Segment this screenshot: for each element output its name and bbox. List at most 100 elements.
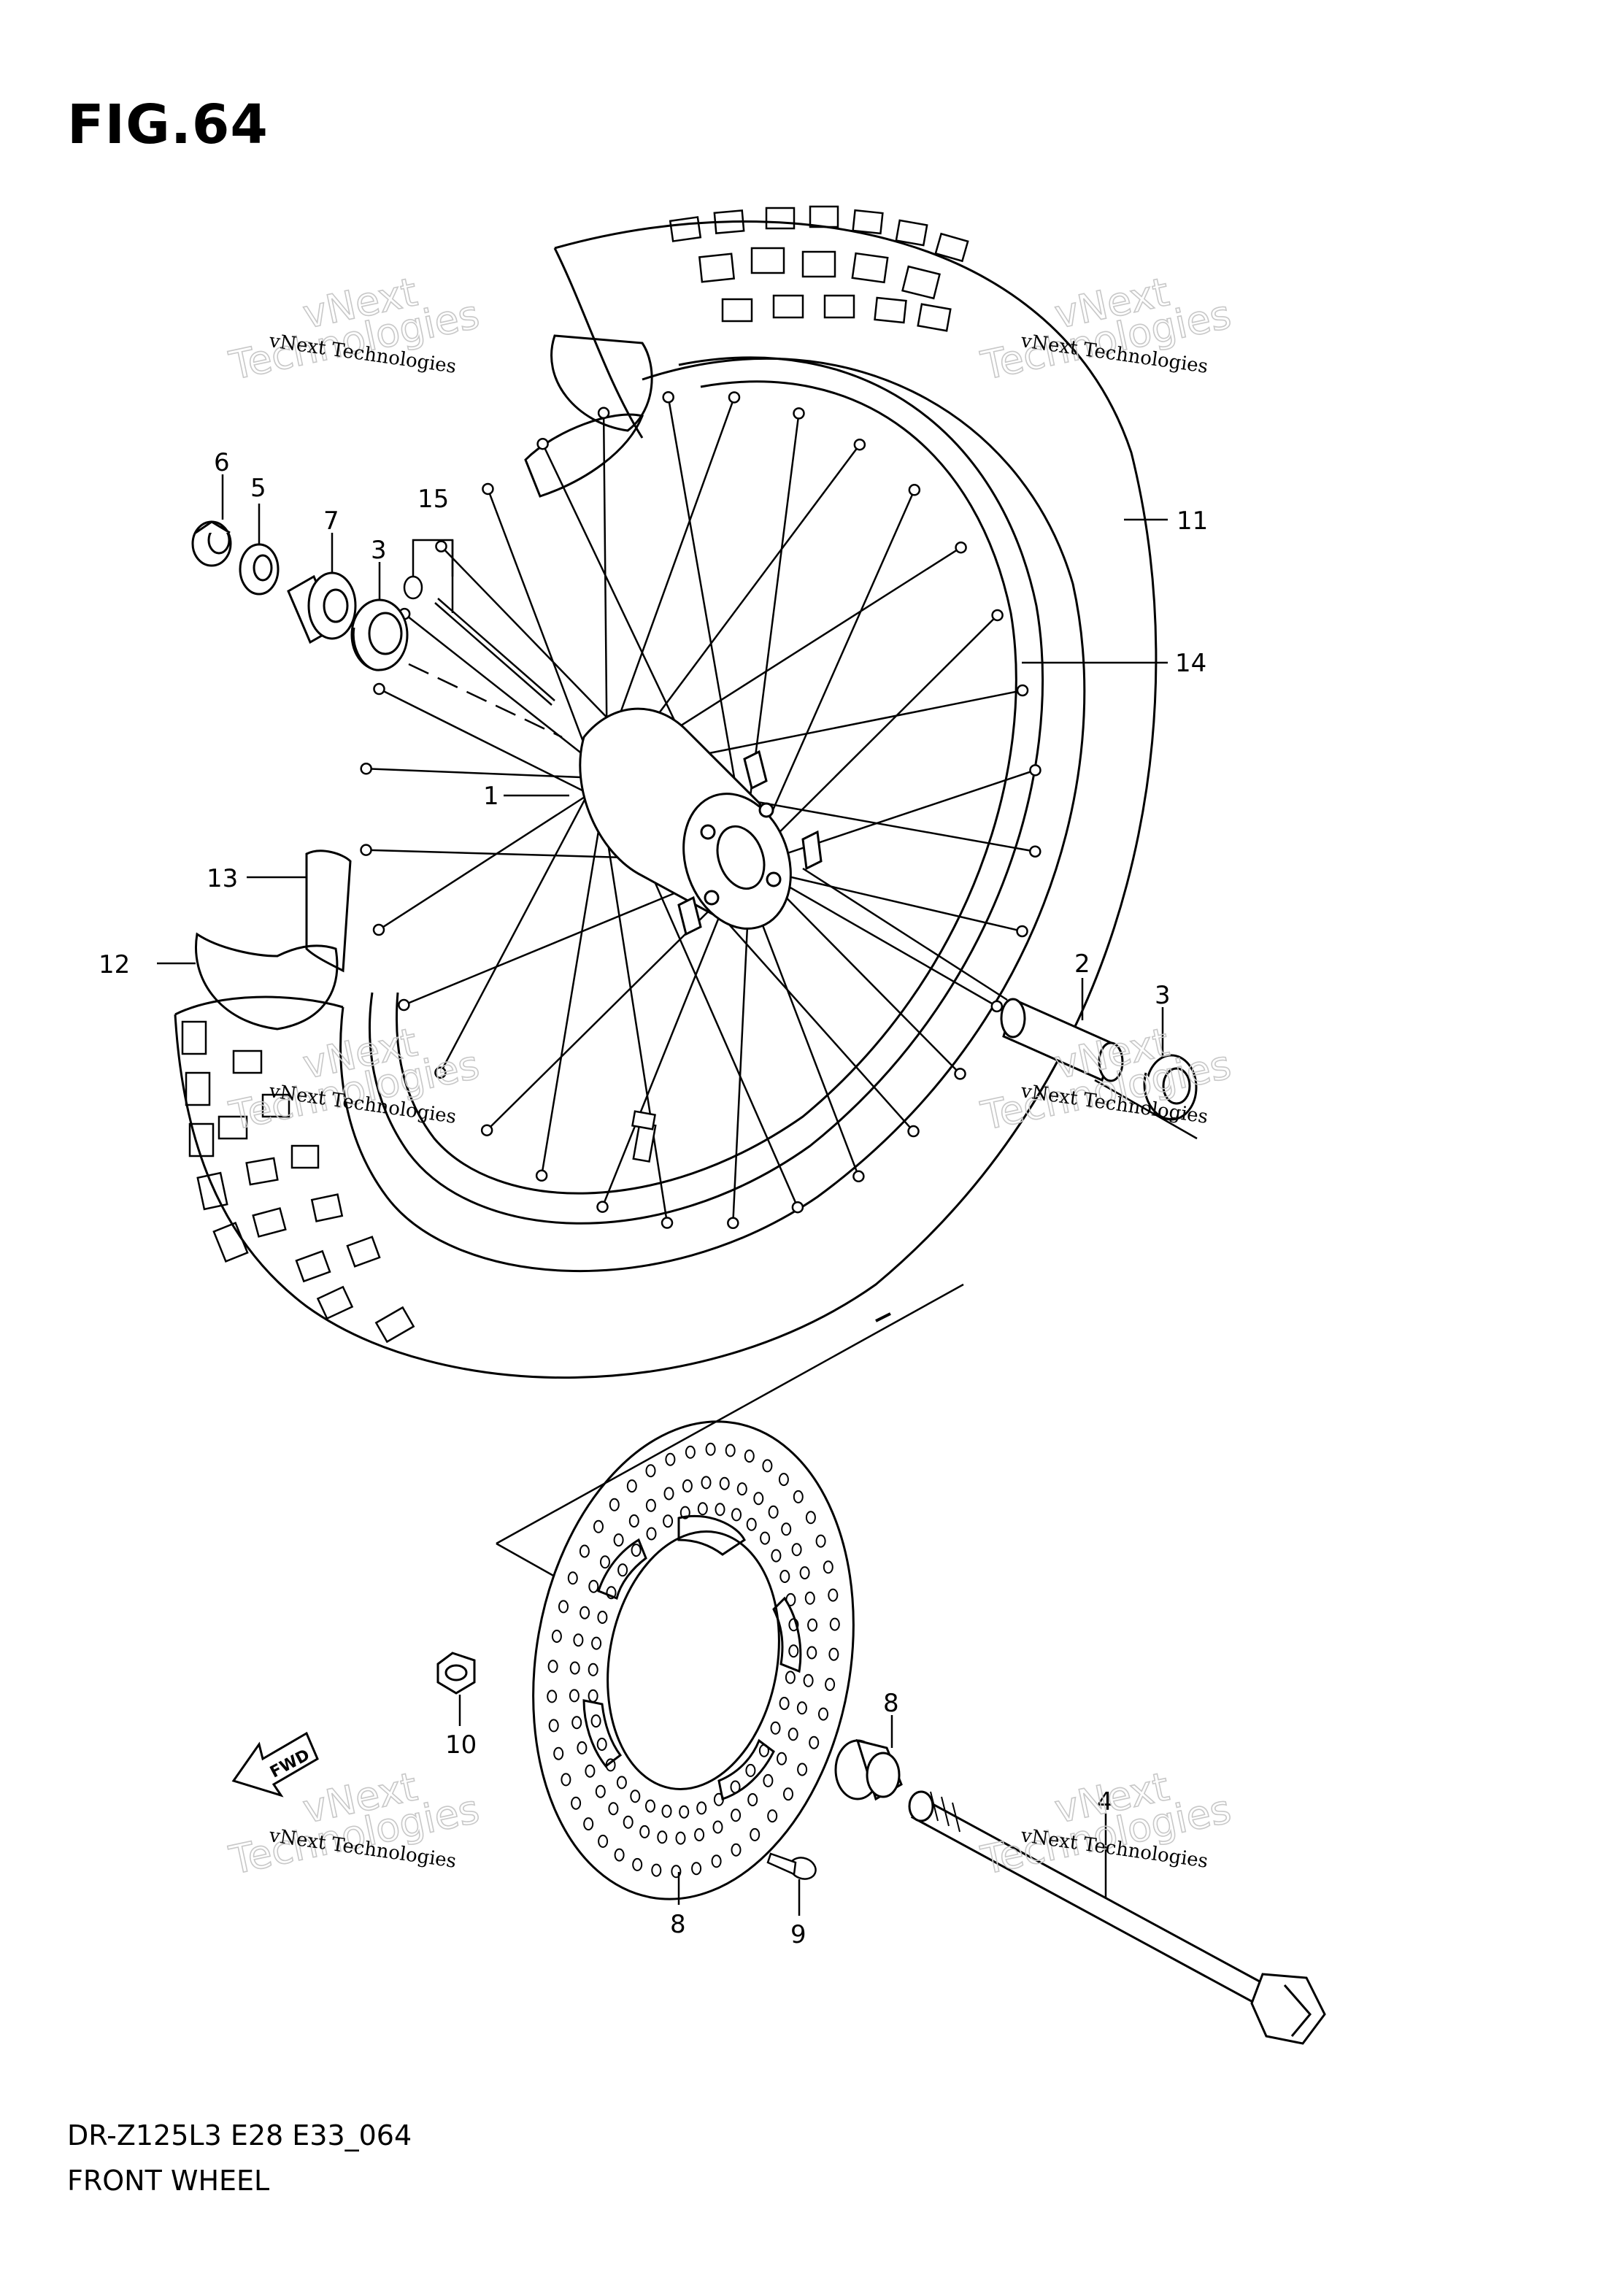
brake-disc-holes bbox=[547, 1442, 840, 1879]
disc-hole bbox=[731, 1808, 742, 1822]
disc-hole bbox=[606, 1586, 617, 1600]
disc-hole bbox=[785, 1592, 796, 1606]
spoke-nipple-15 bbox=[403, 575, 555, 706]
spoke bbox=[740, 413, 800, 866]
disc-hole bbox=[696, 1801, 707, 1815]
disc-hole bbox=[788, 1644, 799, 1658]
disc-hole bbox=[828, 1588, 839, 1602]
disc-hole bbox=[777, 1752, 787, 1765]
disc-hole bbox=[682, 1479, 693, 1492]
spoke bbox=[366, 768, 599, 779]
callout-8-disc: 8 bbox=[670, 1910, 686, 1939]
disc-hole bbox=[788, 1618, 799, 1632]
disc-hole bbox=[608, 1802, 619, 1816]
disc-hole bbox=[694, 1828, 705, 1841]
disc-hole bbox=[569, 1661, 580, 1675]
disc-hole bbox=[815, 1534, 826, 1548]
disc-hole bbox=[675, 1831, 686, 1845]
callout-8-collar: 8 bbox=[883, 1689, 899, 1718]
disc-hole bbox=[547, 1660, 558, 1673]
spacer-2 bbox=[1000, 998, 1124, 1082]
disc-hole bbox=[591, 1636, 602, 1650]
callout-leader-lines bbox=[157, 474, 1168, 1916]
disc-hole bbox=[596, 1738, 607, 1751]
disc-hole bbox=[577, 1741, 588, 1754]
disc-hole bbox=[626, 1479, 637, 1493]
disc-hole bbox=[605, 1758, 616, 1772]
disc-hole bbox=[548, 1719, 559, 1733]
diagram-name: FRONT WHEEL bbox=[67, 2165, 270, 2197]
spoke bbox=[597, 782, 669, 1223]
disc-assembly-guides bbox=[496, 1079, 1198, 1578]
disc-hole bbox=[614, 1848, 625, 1862]
disc-hole bbox=[731, 1508, 742, 1522]
spoke bbox=[439, 773, 600, 1074]
spoke bbox=[404, 613, 608, 774]
disc-hole bbox=[805, 1511, 816, 1525]
disc-hole bbox=[712, 1820, 723, 1834]
disc-hole bbox=[730, 1780, 741, 1794]
tire-tread-bottom bbox=[181, 1020, 415, 1344]
disc-hole bbox=[645, 1799, 655, 1813]
callout-labels: 6 5 7 3 15 11 14 1 13 12 2 3 8 10 4 8 9 bbox=[99, 448, 1208, 1949]
disc-hole bbox=[785, 1671, 796, 1684]
disc-hole bbox=[600, 1555, 610, 1569]
disc-hole bbox=[547, 1690, 558, 1703]
disc-hole bbox=[697, 1502, 708, 1516]
disc-hole bbox=[799, 1566, 810, 1580]
disc-hole bbox=[758, 1744, 769, 1757]
spoke bbox=[378, 781, 608, 931]
disc-hole bbox=[679, 1805, 690, 1819]
callout-7: 7 bbox=[323, 506, 339, 536]
disc-hole bbox=[803, 1673, 814, 1687]
callout-1: 1 bbox=[483, 782, 499, 811]
disc-hole bbox=[823, 1560, 833, 1574]
spoke-nipple bbox=[955, 541, 967, 554]
axle-centerline-right bbox=[802, 867, 1008, 1001]
disc-hole bbox=[580, 1606, 590, 1619]
disc-hole bbox=[713, 1792, 724, 1806]
wheel-hub bbox=[579, 707, 823, 936]
disc-hole bbox=[779, 1697, 790, 1710]
spoke-nipple bbox=[360, 763, 372, 775]
disc-hole bbox=[809, 1736, 820, 1749]
disc-hole bbox=[585, 1764, 596, 1778]
callout-5: 5 bbox=[250, 474, 266, 503]
disc-hole bbox=[613, 1533, 624, 1547]
disc-hole bbox=[793, 1490, 804, 1503]
watermark-top-left: vNext Technologies vNext Technologies bbox=[225, 268, 484, 389]
spoke-nipple bbox=[1029, 845, 1041, 858]
disc-hole bbox=[571, 1716, 582, 1730]
spoke-nipple bbox=[728, 391, 741, 404]
model-code: DR-Z125L3 E28 E33_064 bbox=[67, 2119, 412, 2151]
fwd-direction-arrow: FWD bbox=[231, 1731, 319, 1798]
figure-title: FIG.64 bbox=[67, 93, 269, 156]
disc-hole bbox=[762, 1459, 773, 1473]
collar-8 bbox=[834, 1738, 903, 1801]
disc-hole bbox=[588, 1579, 599, 1593]
callout-3-right: 3 bbox=[1155, 981, 1171, 1010]
disc-hole bbox=[778, 1473, 789, 1487]
tire-tread-top bbox=[669, 205, 969, 332]
disc-hole bbox=[583, 1817, 594, 1831]
disc-hole bbox=[617, 1563, 628, 1577]
spoke-nipple bbox=[398, 998, 410, 1012]
rim-band-and-tube-cutaway bbox=[195, 334, 653, 1030]
disc-hole bbox=[628, 1514, 639, 1528]
callout-9: 9 bbox=[790, 1920, 806, 1949]
disc-hole bbox=[736, 1482, 747, 1496]
disc-hole bbox=[663, 1487, 674, 1501]
disc-hole bbox=[770, 1721, 781, 1735]
disc-hole bbox=[590, 1714, 601, 1728]
spoke-nipple bbox=[727, 1217, 739, 1230]
disc-hole bbox=[796, 1701, 807, 1715]
disc-hole bbox=[569, 1689, 580, 1703]
callout-2: 2 bbox=[1074, 949, 1090, 979]
spoke-nipple bbox=[435, 540, 447, 552]
spoke-nipple bbox=[597, 407, 610, 420]
disc-hole bbox=[551, 1630, 562, 1643]
disc-hole bbox=[685, 1445, 696, 1459]
disc-hole bbox=[579, 1544, 590, 1558]
disc-hole bbox=[783, 1787, 793, 1801]
spoke-nipple bbox=[907, 1125, 920, 1138]
